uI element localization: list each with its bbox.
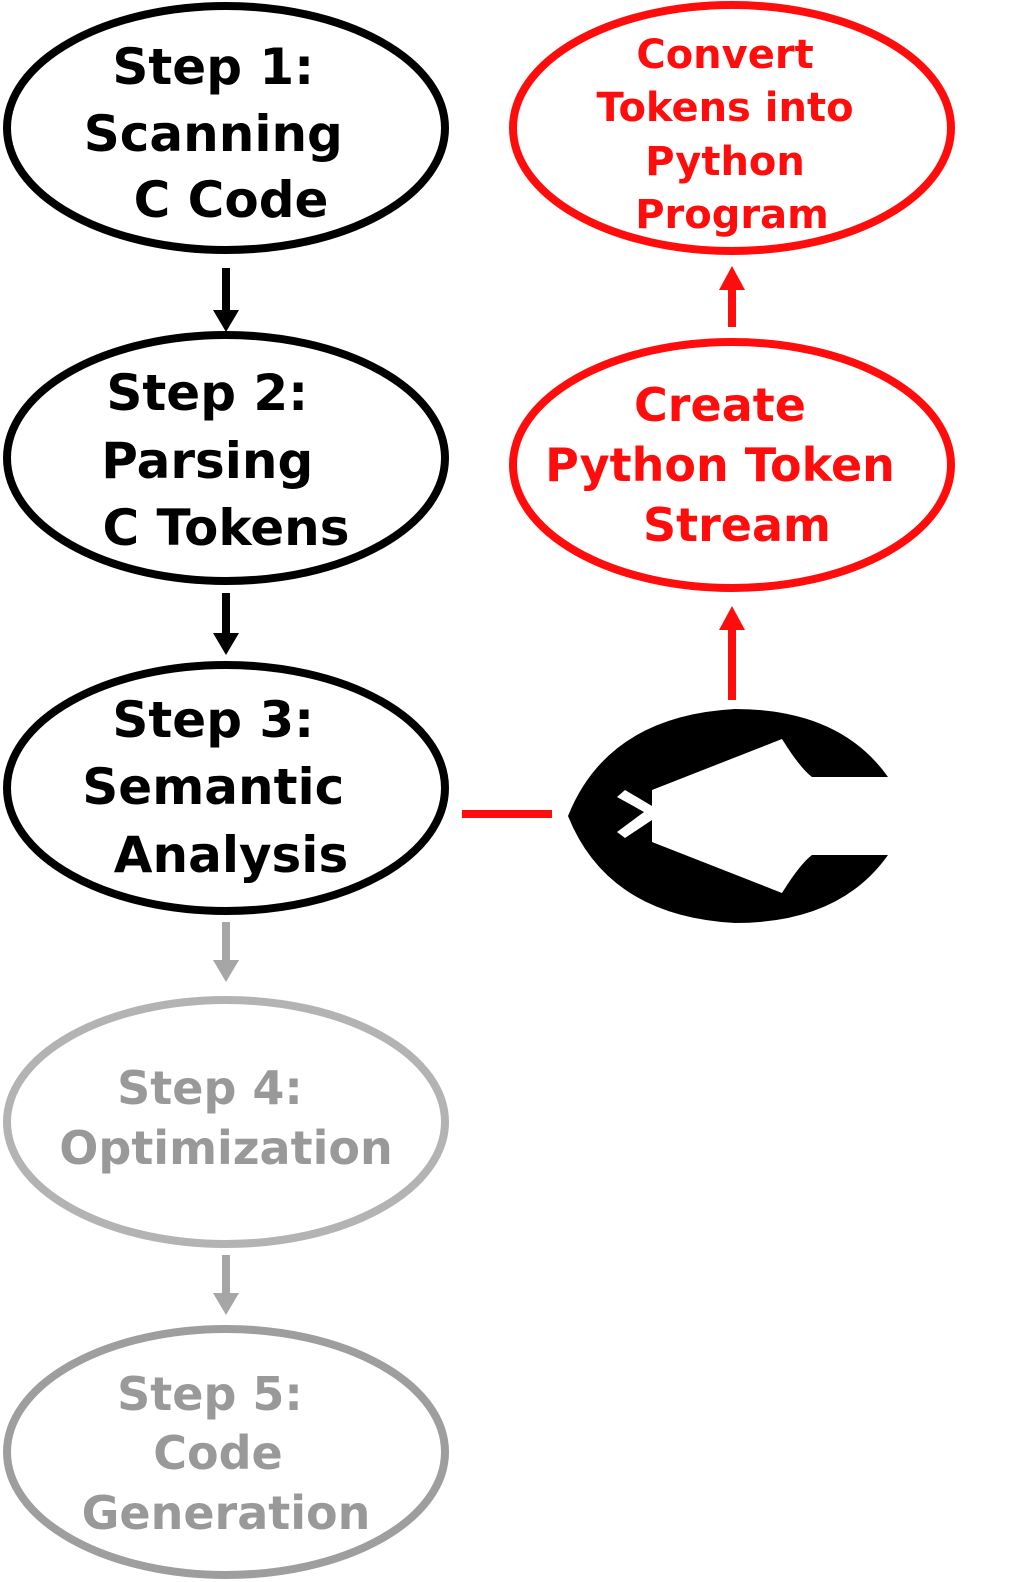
node-step5: Step 5: Code Generation	[3, 1325, 449, 1579]
node-create-line2: Python Token	[545, 438, 895, 492]
node-convert-line4: Program	[635, 192, 829, 238]
node-create-line3: Stream	[643, 498, 831, 552]
node-step4: Step 4: Optimization	[3, 996, 449, 1248]
node-step5-line1: Step 5:	[117, 1367, 303, 1421]
node-convert-line1: Convert	[636, 32, 813, 78]
node-step4-line2: Optimization	[59, 1121, 392, 1175]
node-step1-line1: Step 1:	[112, 38, 314, 96]
c-python-logo-icon	[568, 709, 888, 923]
node-step3-text: Step 3: Semantic Analysis	[82, 691, 361, 884]
node-step1-line3: C Code	[134, 171, 329, 229]
node-create-text: Create Python Token Stream	[545, 378, 911, 552]
connectors	[213, 266, 745, 1315]
node-step4-text: Step 4: Optimization	[59, 1061, 392, 1175]
node-step5-line2: Code	[153, 1426, 283, 1480]
node-convert-to-python: Convert Tokens into Python Program	[509, 1, 955, 255]
arrow-logo-to-create	[719, 606, 745, 700]
node-step5-text: Step 5: Code Generation	[82, 1367, 371, 1540]
node-step3-line2: Semantic	[82, 758, 344, 816]
node-convert-line3: Python	[645, 139, 805, 185]
arrow-step1-to-step2	[213, 268, 239, 332]
node-step4-line1: Step 4:	[117, 1061, 303, 1115]
node-step2-text: Step 2: Parsing C Tokens	[101, 364, 349, 557]
node-step2: Step 2: Parsing C Tokens	[3, 331, 449, 585]
node-step2-line1: Step 2:	[106, 364, 308, 422]
node-step3-line3: Analysis	[114, 826, 348, 884]
node-create-token-stream: Create Python Token Stream	[509, 338, 955, 592]
arrow-step4-to-step5	[213, 1255, 239, 1315]
node-create-line1: Create	[634, 378, 806, 432]
arrow-create-to-convert	[719, 266, 745, 327]
node-step2-line3: C Tokens	[102, 499, 349, 557]
node-step1-line2: Scanning	[84, 105, 343, 163]
arrow-step2-to-step3	[213, 593, 239, 655]
node-step3-line1: Step 3:	[112, 691, 314, 749]
node-step1: Step 1: Scanning C Code	[3, 2, 449, 254]
node-step1-text: Step 1: Scanning C Code	[84, 38, 361, 229]
node-convert-line2: Tokens into	[596, 85, 853, 131]
node-step5-line3: Generation	[82, 1486, 371, 1540]
node-step2-line2: Parsing	[101, 432, 313, 490]
arrow-step3-to-step4	[213, 922, 239, 982]
node-step3: Step 3: Semantic Analysis	[3, 661, 449, 915]
node-convert-text: Convert Tokens into Python Program	[596, 32, 867, 238]
